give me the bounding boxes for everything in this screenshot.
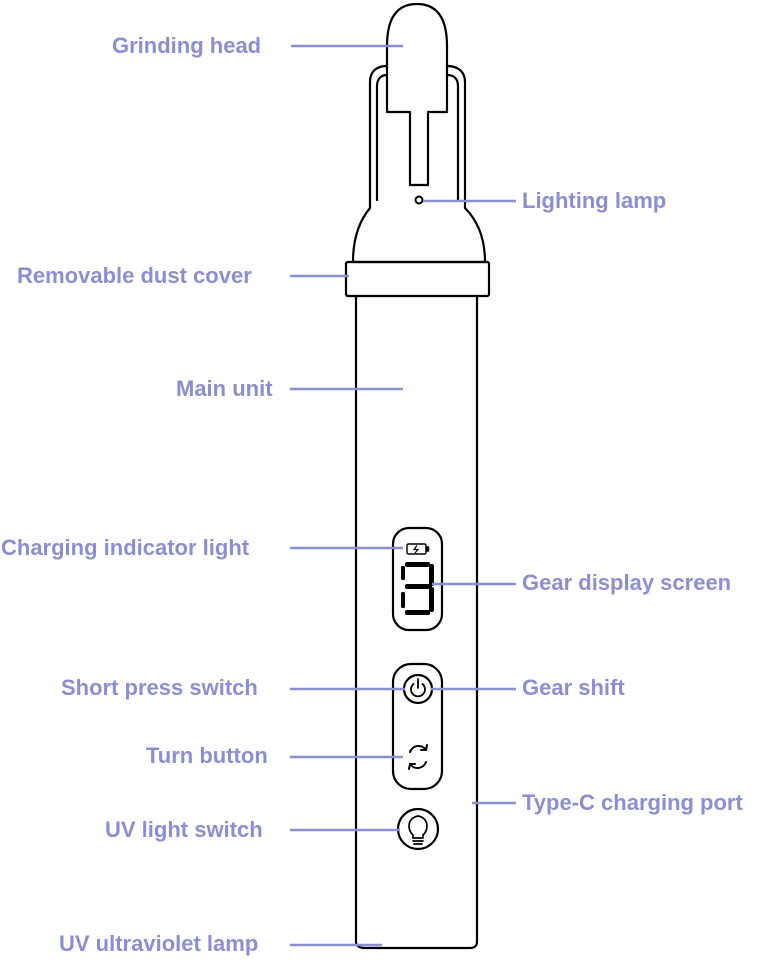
head-guard	[368, 64, 467, 210]
battery-charging-icon	[406, 543, 430, 555]
label-lighting-lamp: Lighting lamp	[522, 188, 667, 213]
label-turn-button: Turn button	[146, 743, 268, 768]
main-body	[354, 294, 479, 950]
label-grinding-head: Grinding head	[112, 33, 262, 58]
label-type-c-charging-port: Type-C charging port	[522, 790, 743, 815]
head-guard-inner	[375, 73, 460, 202]
switch-panel	[391, 662, 444, 791]
grinding-head	[385, 2, 449, 187]
power-icon	[410, 678, 426, 698]
label-charging-indicator-light: Charging indicator light	[1, 535, 250, 560]
label-gear-display-screen: Gear display screen	[522, 570, 732, 595]
rotate-arrows-icon	[408, 744, 428, 770]
label-uv-ultraviolet-lamp: UV ultraviolet lamp	[59, 931, 259, 956]
label-gear-shift: Gear shift	[522, 675, 625, 700]
dust-cover	[344, 260, 491, 298]
label-short-press-switch: Short press switch	[61, 675, 258, 700]
lighting-lamp-dot	[414, 195, 424, 205]
light-bulb-icon	[408, 815, 428, 845]
gear-digit-3	[401, 562, 434, 615]
label-main-unit: Main unit	[176, 376, 273, 401]
display-panel	[391, 526, 444, 632]
label-removable-dust-cover: Removable dust cover	[17, 263, 252, 288]
uv-button	[396, 807, 440, 851]
leader-lines	[290, 44, 516, 947]
neck-cone	[351, 206, 487, 264]
label-uv-light-switch: UV light switch	[105, 817, 263, 842]
